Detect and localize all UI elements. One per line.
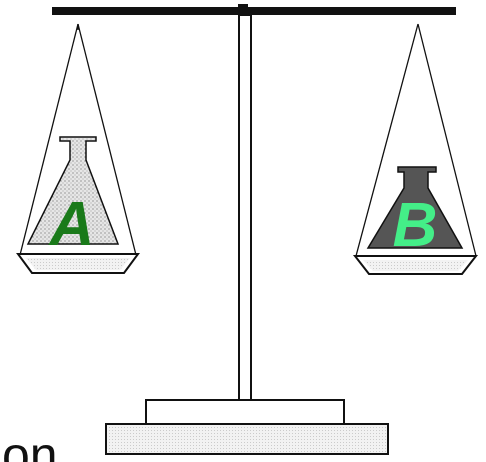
left-pan-strings (19, 23, 137, 256)
balance-beam (52, 7, 456, 15)
flask-b (366, 166, 464, 249)
flask-a (26, 136, 120, 245)
partial-caption: on (2, 427, 58, 462)
balance-column (238, 14, 252, 401)
beam-pivot (238, 4, 248, 18)
label-b: B (393, 191, 438, 260)
right-pan-strings (355, 23, 477, 257)
right-pan (352, 255, 479, 275)
left-pan (16, 253, 140, 274)
label-a: A (48, 190, 95, 259)
balance-base (105, 399, 389, 455)
